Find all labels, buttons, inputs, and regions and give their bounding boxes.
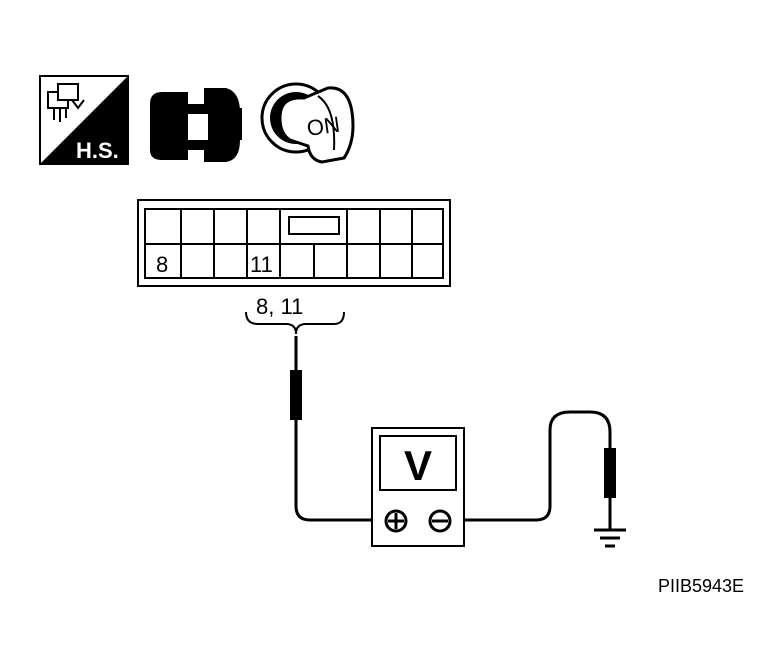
terminal-brace [245,311,345,335]
positive-probe-lead [290,336,396,522]
plus-terminal-icon [384,509,408,533]
terminal-11-label: 11 [250,252,273,277]
voltmeter-display: V [404,442,432,489]
negative-probe-lead [440,410,616,530]
ground-symbol-icon [594,528,626,548]
connector-disconnect-icon [150,88,242,162]
terminal-8-label: 8 [156,252,168,277]
probe-terminal-label: 8, 11 [256,294,303,319]
figure-id: PIIB5943E [658,576,744,596]
ignition-on-label: ON [305,112,341,141]
hs-label: H.S. [76,138,119,163]
harness-connector-hs-icon: H.S. [39,75,129,165]
minus-terminal-icon [428,509,452,533]
voltmeter: V [371,427,465,547]
connector-face: 8 11 [137,199,451,287]
ignition-key-on-icon: ON [260,82,355,164]
